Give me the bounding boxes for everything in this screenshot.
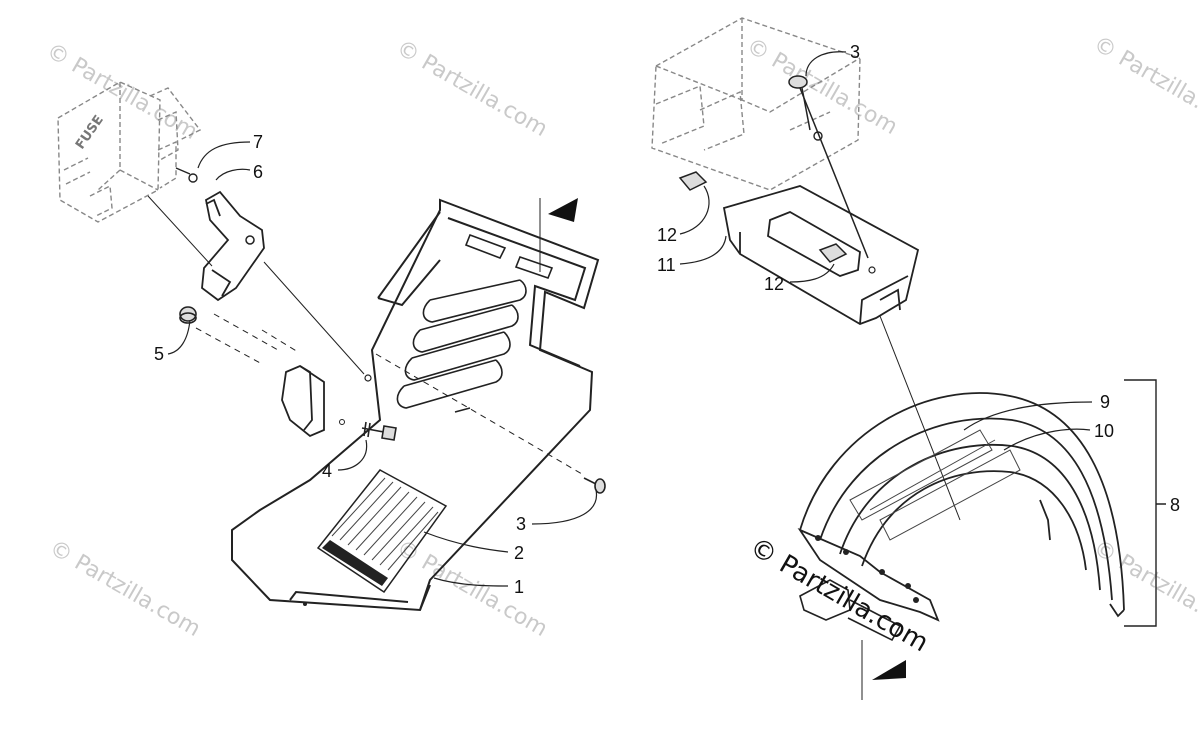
fuse-label: FUSE	[73, 113, 107, 152]
watermark: © Partzilla.com	[42, 39, 202, 146]
leader-lines	[147, 195, 961, 700]
rear-fender	[797, 392, 1125, 622]
callout-leaders	[167, 51, 1093, 587]
ecu-module	[651, 17, 861, 191]
callout-6: 6	[253, 162, 263, 182]
bracket-hole	[868, 266, 876, 274]
fender-mount-holes	[815, 535, 919, 603]
callout-7: 7	[253, 132, 263, 152]
assembly-bracket	[1124, 379, 1166, 627]
callout-3-top: 3	[850, 42, 860, 62]
nut	[179, 306, 197, 324]
warning-label	[316, 469, 448, 594]
fuse-bracket	[201, 190, 265, 302]
watermark: © Partzilla.com	[742, 34, 902, 141]
callout-10: 10	[1094, 421, 1114, 441]
callout-2: 2	[514, 543, 524, 563]
fender-mount-tab	[799, 579, 902, 642]
watermark: © Partzilla.com	[392, 536, 552, 643]
callout-1: 1	[514, 577, 524, 597]
fuse-box	[57, 81, 202, 223]
callout-8: 8	[1170, 495, 1180, 515]
panel-vents	[396, 233, 554, 413]
alignment-lines	[195, 313, 583, 475]
watermark: © Partzilla.com	[392, 36, 552, 143]
push-rivet	[788, 75, 869, 259]
panel-hole	[303, 602, 307, 606]
watermark-main: © Partzilla.com	[745, 532, 934, 658]
direction-arrow-icon	[548, 198, 578, 222]
watermark: © Partzilla.com	[45, 536, 205, 643]
screw	[583, 477, 606, 494]
ecu-bracket	[722, 185, 920, 325]
direction-arrow-icon	[872, 660, 906, 680]
callout-12-left: 12	[657, 225, 677, 245]
callout-12-right: 12	[764, 274, 784, 294]
fender-labels	[849, 429, 1021, 541]
callout-9: 9	[1100, 392, 1110, 412]
rivet	[175, 167, 198, 183]
ecu-mount-hole	[813, 131, 823, 141]
callout-3-left: 3	[516, 514, 526, 534]
panel-hole	[364, 374, 372, 382]
panel-bracket	[281, 364, 325, 438]
watermark-layer: © Partzilla.com © Partzilla.com © Partzi…	[42, 32, 1200, 643]
watermark: © Partzilla.com	[1089, 32, 1200, 139]
callout-5: 5	[154, 344, 164, 364]
speed-nut	[678, 171, 848, 263]
callout-numbers: 1 2 3 4 5 6 7 3 12 11 12 9 10 8	[154, 42, 1180, 597]
panel-hole	[339, 419, 345, 425]
splash-panel	[231, 198, 600, 612]
bolt	[361, 421, 397, 441]
callout-4: 4	[322, 461, 332, 481]
callout-11: 11	[657, 255, 676, 275]
bracket-hole	[245, 235, 255, 245]
